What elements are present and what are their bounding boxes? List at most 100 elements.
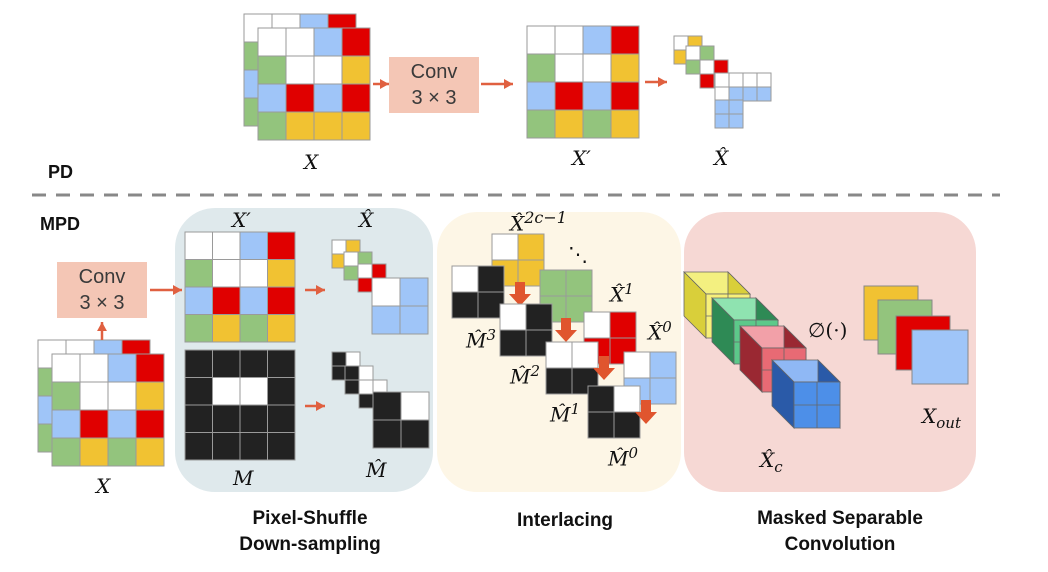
pd-xhat-blue-bottom-cell <box>729 114 743 128</box>
pd-xprime-grid-cell <box>583 110 611 138</box>
mpd-m-label: M <box>233 466 253 490</box>
mpd-x-grid-cell <box>52 354 80 382</box>
xc-label: X̂c <box>760 448 783 476</box>
inter-m3 <box>452 266 504 318</box>
pd-x-grid-cell <box>342 28 370 56</box>
masked-caption: Masked Separable Convolution <box>720 506 960 558</box>
xout-base: X <box>922 404 936 428</box>
interlacing-m0-label: M̂0 <box>608 444 638 471</box>
mpd-xhat-green-cell <box>344 266 358 280</box>
mpd-mhat-3-cell <box>359 394 373 408</box>
mpd-mhat-2-cell <box>359 366 373 380</box>
pd-x-grid-cell <box>258 56 286 84</box>
inter-m0-cell <box>588 386 614 412</box>
pixel-shuffle-caption-line2: Down-sampling <box>215 532 405 558</box>
mpd-mhat-4-cell <box>373 392 401 420</box>
pd-x-grid-cell <box>314 84 342 112</box>
mpd-x-grid-cell <box>52 438 80 466</box>
mpd-arrow-to-mhat <box>305 401 325 411</box>
mpd-mhat-3-cell <box>359 380 373 394</box>
interlacing-x1-sup: 1 <box>624 280 634 298</box>
pd-xhat-blue-right <box>743 73 771 101</box>
pd-conv-box: Conv 3 × 3 <box>389 57 479 113</box>
pd-conv-line1: Conv <box>411 59 458 85</box>
pd-x-label: X <box>304 150 318 174</box>
mpd-xprime-grid-cell <box>240 315 268 343</box>
pd-xprime-grid-cell <box>611 82 639 110</box>
pd-xprime-grid-cell <box>555 54 583 82</box>
interlacing-x1-base: X̂ <box>610 283 624 307</box>
masked-cube-blue <box>772 360 840 428</box>
phi-label: ∅(·) <box>808 318 847 342</box>
pd-xhat-blue-right-cell <box>757 73 771 87</box>
inter-m0-cell <box>614 412 640 438</box>
interlacing-m3-label: M̂3 <box>466 326 496 353</box>
mpd-xhat-blue-cell <box>400 278 428 306</box>
mpd-section-label: MPD <box>40 214 80 235</box>
pd-conv-line2: 3 × 3 <box>411 85 456 111</box>
mpd-x-grid-cell <box>80 438 108 466</box>
pd-arrow-to-xhat <box>645 77 667 87</box>
pd-xprime-grid-cell <box>611 54 639 82</box>
mpd-m-grid-cell <box>213 405 241 433</box>
interlacing-x1-label: X̂1 <box>610 280 634 307</box>
mpd-x-grid-cell <box>80 382 108 410</box>
pd-xprime-grid-cell <box>527 54 555 82</box>
mpd-xhat-red-cell <box>372 264 386 278</box>
mpd-mhat-2-cell <box>345 366 359 380</box>
pd-xhat-green-cell <box>686 60 700 74</box>
pd-x-grid-cell <box>342 56 370 84</box>
mpd-arrow-to-xhat <box>305 285 325 295</box>
inter-m1-cell <box>546 368 572 394</box>
mpd-mhat-1-cell <box>332 352 346 366</box>
interlacing-dots: ⋱ <box>568 242 588 266</box>
pd-x-grid-cell <box>286 56 314 84</box>
pd-xhat-blue-right-cell <box>743 87 757 101</box>
mpd-x-grid-cell <box>136 354 164 382</box>
mpd-m-grid-cell <box>268 378 296 406</box>
inter-m2-cell <box>500 330 526 356</box>
mpd-conv-box: Conv 3 × 3 <box>57 262 147 318</box>
mpd-x-grid-cell <box>136 438 164 466</box>
mpd-xhat-red-cell <box>358 264 372 278</box>
pd-xhat-blue-bottom-cell <box>715 100 729 114</box>
mpd-xhat-green-cell <box>344 252 358 266</box>
xc-base: X̂ <box>760 448 774 472</box>
mpd-m-grid-cell <box>240 405 268 433</box>
mpd-x-grid-cell <box>108 382 136 410</box>
interlacing-top-sup: 2c−1 <box>524 208 567 227</box>
pd-xhat-label: X̂ <box>714 146 728 170</box>
interlacing-x0-label: X̂0 <box>648 318 672 345</box>
xout-blue <box>912 330 968 384</box>
xout-sub: out <box>936 414 961 432</box>
pd-xhat-blue-top-cell <box>715 87 729 101</box>
pd-xprime-grid-cell <box>583 54 611 82</box>
interlacing-m1-sup: 1 <box>570 400 580 418</box>
mpd-x-label: X <box>96 474 110 498</box>
interlacing-m2-base: M̂ <box>510 365 530 389</box>
mpd-xhat-blue-cell <box>372 306 400 334</box>
inter-m2-cell <box>500 304 526 330</box>
mpd-mhat-1-cell <box>332 366 346 380</box>
pd-xprime-grid-cell <box>583 82 611 110</box>
mpd-x-grid-cell <box>80 410 108 438</box>
mpd-xprime-grid-cell <box>185 260 213 288</box>
pd-x-grid-cell <box>286 112 314 140</box>
pixel-shuffle-caption-line1: Pixel-Shuffle <box>215 506 405 532</box>
mpd-m-grid-cell <box>268 433 296 461</box>
mpd-xhat-blue <box>372 278 428 334</box>
mpd-x-grid-cell <box>136 410 164 438</box>
mpd-xprime-grid-cell <box>213 232 241 260</box>
mpd-m-grid-cell <box>185 405 213 433</box>
pd-xhat-blue-bottom <box>715 100 743 128</box>
mpd-xprime-grid-cell <box>268 287 296 315</box>
inter-xhat-red-cell <box>584 312 610 338</box>
mpd-x-grid-cell <box>108 438 136 466</box>
inter-m3-cell <box>452 292 478 318</box>
inter-xhat-blue-cell <box>650 378 676 404</box>
pd-x-grid-cell <box>258 28 286 56</box>
pd-xprime-label: X′ <box>572 146 591 170</box>
pd-arrow-to-conv <box>373 79 389 89</box>
